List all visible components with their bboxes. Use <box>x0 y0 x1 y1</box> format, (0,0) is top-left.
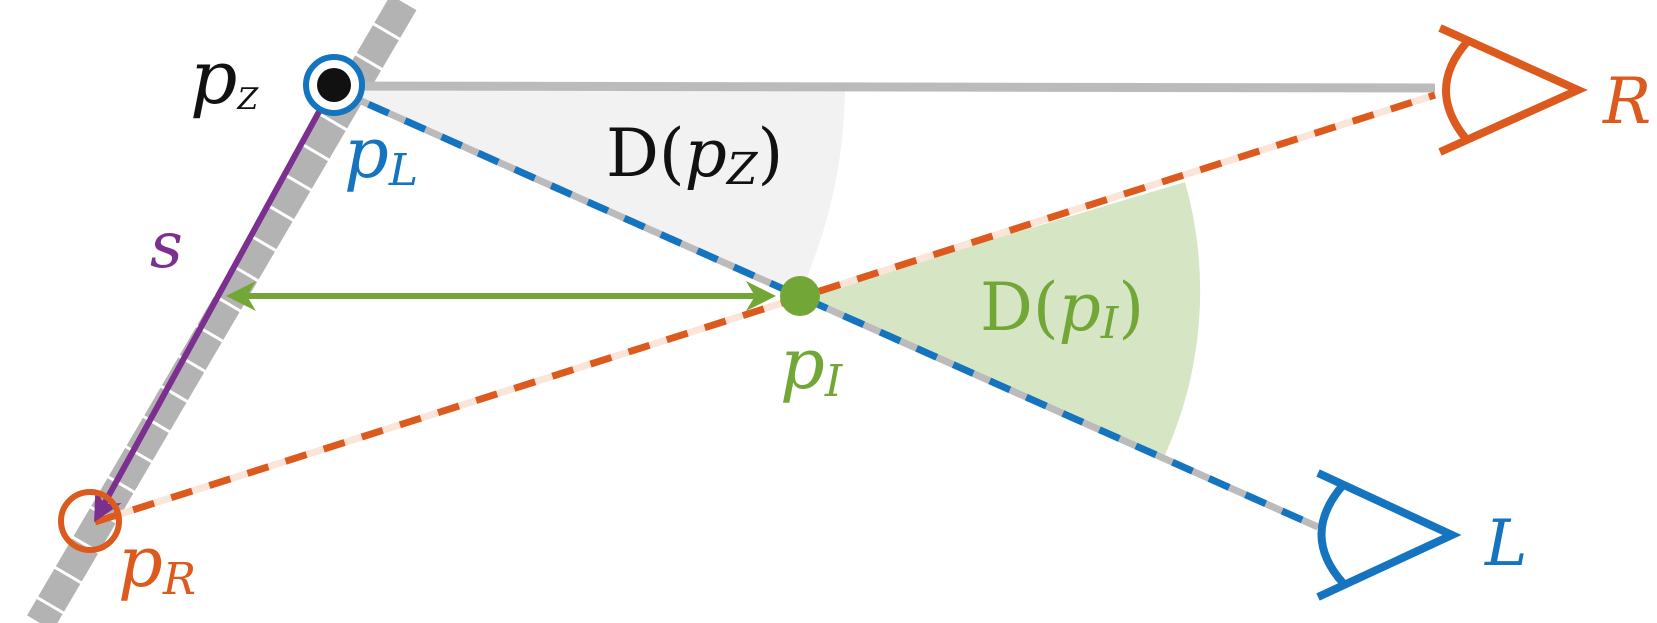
point-pr <box>58 489 122 553</box>
label-pi: pI <box>780 323 844 407</box>
shift-arrow-s <box>94 86 335 523</box>
angle-sector-pz <box>332 88 845 293</box>
label-disparity-pi: D(pI) <box>980 269 1144 349</box>
angle-sector-pi <box>800 182 1201 455</box>
camera-l-icon <box>1316 469 1462 601</box>
label-camera-l: L <box>1484 507 1528 581</box>
point-pz <box>303 54 365 116</box>
label-disparity-pz: D(pZ) <box>606 115 783 195</box>
label-pr: pR <box>118 521 196 605</box>
point-pi <box>780 276 820 316</box>
camera-r-icon <box>1438 24 1588 156</box>
label-s: s <box>150 209 183 283</box>
label-pz: pZ <box>190 35 259 121</box>
label-pl: pL <box>344 112 418 196</box>
label-camera-r: R <box>1602 65 1651 139</box>
reference-line <box>344 81 1436 93</box>
left-ray <box>330 84 1320 531</box>
